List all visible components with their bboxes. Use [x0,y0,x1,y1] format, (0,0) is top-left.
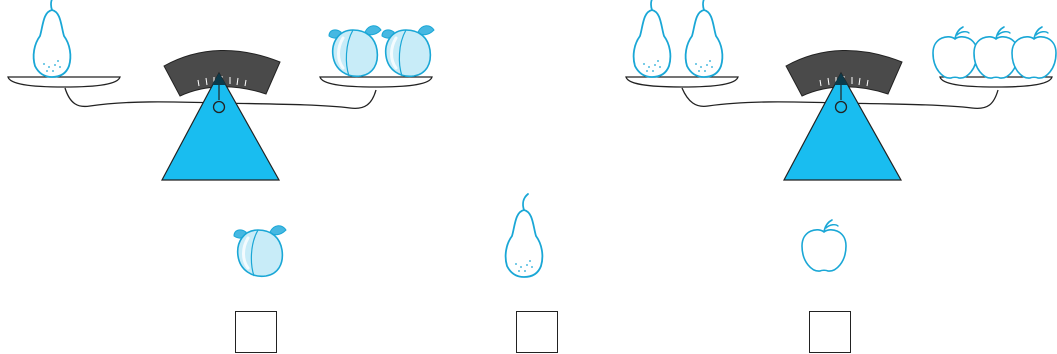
pivot-circle [214,102,225,113]
pear-icon [634,0,671,77]
apple-icon [933,27,977,78]
balance-scale-2 [626,0,1056,180]
pear-icon [686,0,723,77]
peach-icon [234,226,286,277]
apple-icon [802,220,846,271]
left-pan [8,77,120,87]
pear-icon [34,0,71,77]
right-pan [940,77,1052,87]
apple-icon [1012,27,1056,78]
pear-icon [506,194,543,277]
peach-icon [382,26,434,77]
right-pan [320,77,432,87]
pivot-circle [836,102,847,113]
balance-scale-1 [8,0,434,180]
answer-box-peach[interactable] [235,311,277,353]
left-pan [626,77,738,87]
answer-box-pear[interactable] [516,311,558,353]
peach-icon [329,26,381,77]
answer-box-apple[interactable] [809,311,851,353]
